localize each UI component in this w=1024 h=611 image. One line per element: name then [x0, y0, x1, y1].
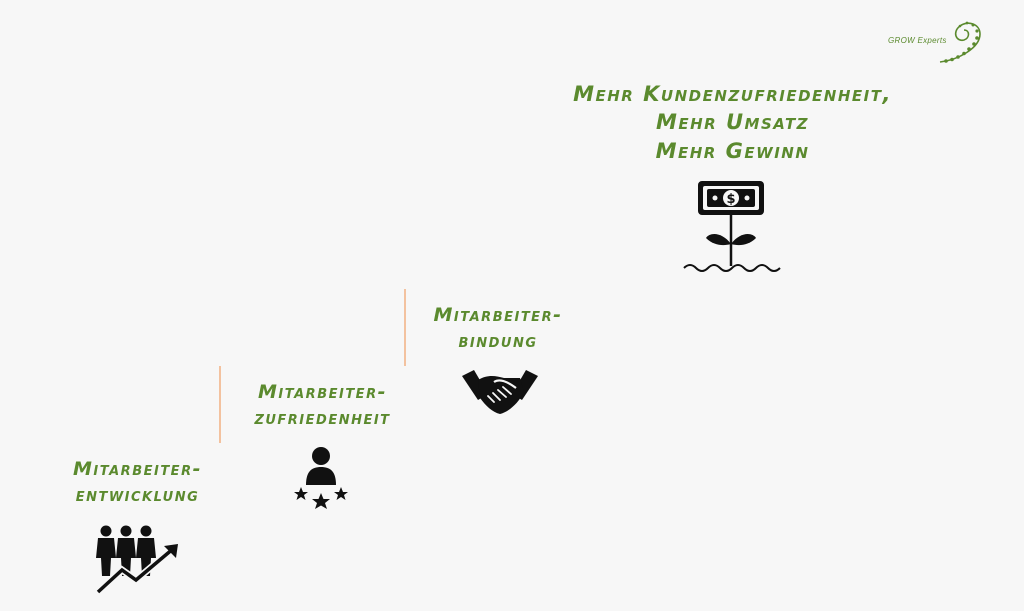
- step-label-bindung-line2: bindung: [458, 329, 538, 352]
- goal-line-2: Mehr Umsatz: [655, 110, 810, 135]
- step-label-entwicklung-line1: Mitarbeiter-: [73, 458, 202, 480]
- step-label-zufriedenheit-line2: zufriedenheit: [254, 406, 391, 429]
- money-plant-icon: $: [683, 181, 781, 272]
- team-growth-icon: [95, 525, 178, 595]
- goal-line-3: Mehr Gewinn: [655, 138, 810, 163]
- svg-text:$: $: [726, 192, 735, 207]
- goal-line-1: Mehr Kundenzufriedenheit,: [573, 82, 892, 106]
- person-stars-icon: [294, 447, 348, 509]
- goal-label: Mehr Kundenzufriedenheit, Mehr Umsatz Me…: [560, 80, 905, 165]
- step-label-zufriedenheit-line1: Mitarbeiter-: [258, 381, 387, 403]
- step-label-bindung-line1: Mitarbeiter-: [433, 304, 563, 326]
- brand-name: GROW Experts: [888, 36, 947, 45]
- brand-logo: GROW Experts: [888, 18, 988, 68]
- fern-spiral-icon: [939, 21, 981, 63]
- step-label-entwicklung-line2: entwicklung: [75, 483, 200, 506]
- step-label-zufriedenheit: Mitarbeiter- zufriedenheit: [230, 380, 415, 431]
- step-label-entwicklung: Mitarbeiter- entwicklung: [45, 457, 230, 508]
- step-label-bindung: Mitarbeiter- bindung: [408, 303, 588, 354]
- handshake-icon: [462, 370, 538, 414]
